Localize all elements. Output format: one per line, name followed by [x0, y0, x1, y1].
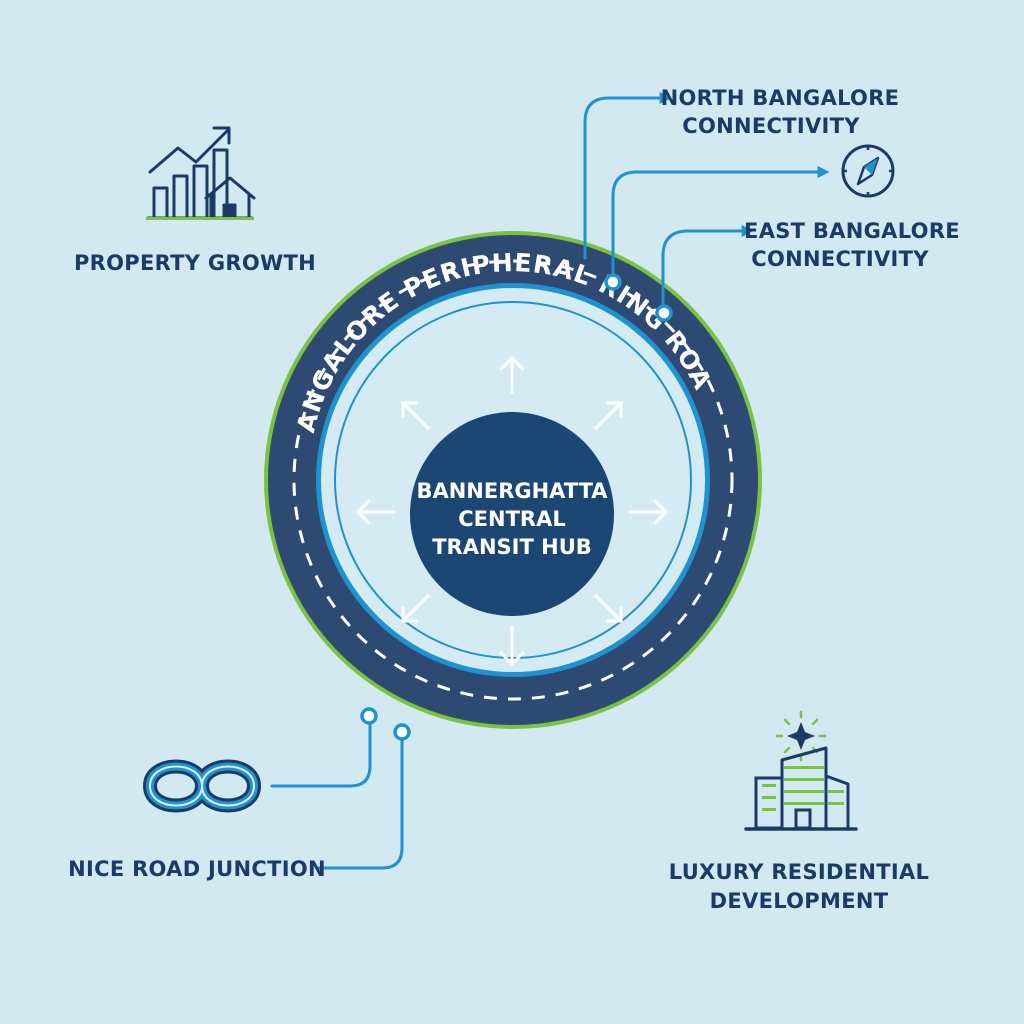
- arrow-down-left-icon: [401, 594, 430, 623]
- east-bangalore-label-2: CONNECTIVITY: [751, 247, 929, 271]
- connector-north: [583, 92, 672, 260]
- east-bangalore-label-1: EAST BANGALORE: [744, 219, 960, 243]
- central-hub: BANNERGHATTA CENTRAL TRANSIT HUB: [410, 412, 614, 616]
- hub-label-line3: TRANSIT HUB: [432, 535, 592, 559]
- hub-circle: [410, 412, 614, 616]
- north-bangalore-label-2: CONNECTIVITY: [682, 114, 860, 138]
- chart-house-icon: [146, 126, 256, 220]
- node-east: [655, 304, 673, 322]
- connector-east: [661, 225, 754, 314]
- nice-road-junction-label: NICE ROAD JUNCTION: [68, 857, 326, 881]
- node-north: [604, 273, 622, 291]
- connector-compass: [611, 166, 830, 284]
- property-growth-label: PROPERTY GROWTH: [74, 251, 316, 275]
- arrow-up-left-icon: [401, 401, 430, 430]
- connectors: [270, 92, 830, 870]
- connector-junction-icon: [270, 714, 372, 788]
- hub-label-line2: CENTRAL: [458, 507, 565, 531]
- luxury-residential-label-1: LUXURY RESIDENTIAL: [669, 860, 929, 884]
- arrow-up-right-icon: [594, 401, 623, 430]
- node-junction: [360, 707, 378, 725]
- luxury-residential-label-2: DEVELOPMENT: [710, 889, 889, 913]
- node-nice-road: [393, 723, 411, 741]
- arrow-left-icon: [356, 499, 396, 525]
- ring-road: [264, 231, 762, 729]
- arrow-down-icon: [499, 625, 525, 666]
- arrow-up-icon: [499, 356, 525, 394]
- compass-icon: [841, 144, 895, 198]
- ring-lane-dashes: [292, 259, 734, 701]
- arrow-down-right-icon: [594, 594, 623, 623]
- hub-label-line1: BANNERGHATTA: [416, 479, 608, 503]
- radiating-arrows: [356, 356, 668, 666]
- building-icon: [744, 710, 858, 831]
- sparkle-icon: [775, 710, 827, 762]
- infinity-icon: [143, 759, 261, 813]
- north-bangalore-label-1: NORTH BANGALORE: [661, 86, 900, 110]
- connector-nice-road: [315, 730, 404, 870]
- arrow-right-icon: [628, 499, 668, 525]
